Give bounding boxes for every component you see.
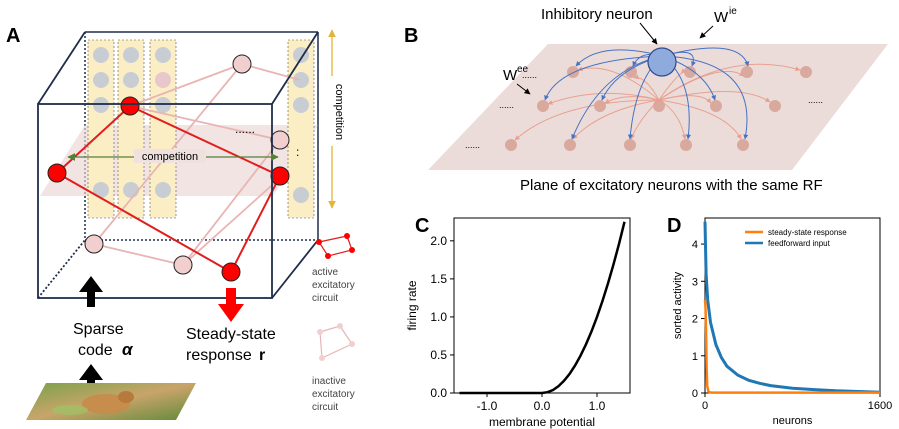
legend-active-line2: excitatory bbox=[312, 280, 355, 291]
panel-a-label: A bbox=[6, 25, 20, 47]
legend-inactive: inactive excitatory circuit bbox=[312, 323, 355, 413]
legend-entry: steady-state response bbox=[768, 228, 847, 237]
y-tick-label: 0.0 bbox=[430, 386, 447, 400]
input-arrow bbox=[79, 276, 103, 395]
panel-c: C 0.0 0.5 1.0 1.5 2.0 -1.0 0.0 1.0 membrane pote… bbox=[405, 215, 631, 429]
svg-text:......: ...... bbox=[465, 140, 480, 150]
plane-caption: Plane of excitatory neurons with the sam… bbox=[520, 177, 823, 194]
competition-label-bg bbox=[134, 149, 206, 163]
firing-rate-curve bbox=[459, 221, 626, 395]
column-1 bbox=[87, 39, 115, 219]
w-ee-label: W bbox=[503, 67, 518, 84]
competition-label-vertical: competition bbox=[333, 84, 345, 140]
active-neuron bbox=[221, 262, 241, 282]
ellipsis-vertical: : bbox=[296, 145, 299, 159]
w-ie-label: W bbox=[714, 9, 729, 26]
panel-b-label: B bbox=[404, 25, 418, 47]
inhibitory-pointer bbox=[639, 22, 658, 45]
panel-b: B bbox=[404, 6, 888, 194]
competition-vlabel-bg bbox=[326, 76, 338, 146]
active-neuron bbox=[270, 166, 290, 186]
x-axis-label: neurons bbox=[773, 415, 813, 427]
plane-ellipses: ...... ...... ...... ...... bbox=[465, 70, 823, 150]
column-3 bbox=[149, 39, 177, 219]
y-axis-label: sorted activity bbox=[672, 271, 684, 339]
input-symbol: α bbox=[122, 340, 134, 359]
w-ie-superscript: ie bbox=[729, 6, 737, 17]
y-tick-label: 1.5 bbox=[430, 272, 447, 286]
y-tick-label: 0.5 bbox=[430, 348, 447, 362]
y-tick-label: 2.0 bbox=[430, 234, 447, 248]
x-tick-label: 0 bbox=[702, 400, 708, 412]
x-axis-label: membrane potential bbox=[489, 415, 595, 429]
excitatory-connections bbox=[514, 63, 801, 141]
legend-inactive-line1: inactive bbox=[312, 376, 346, 387]
inhibitory-neuron bbox=[647, 47, 677, 77]
legend-active-line3: circuit bbox=[312, 293, 338, 304]
svg-text:......: ...... bbox=[499, 100, 514, 110]
active-circuit bbox=[47, 96, 290, 282]
panel-d-label: D bbox=[667, 215, 681, 237]
output-label-line2: response bbox=[186, 347, 252, 364]
column-2 bbox=[117, 39, 145, 219]
y-tick-label: 0 bbox=[692, 388, 698, 400]
x-tick-label: 0.0 bbox=[534, 399, 551, 413]
column-4 bbox=[287, 39, 315, 219]
input-label-line2: code bbox=[78, 342, 113, 359]
neuron-columns bbox=[87, 39, 315, 219]
y-tick-label: 3 bbox=[692, 276, 698, 288]
legend-active-line1: active bbox=[312, 267, 339, 278]
legend-inactive-line2: excitatory bbox=[312, 389, 355, 400]
panel-d: D 0 1 2 3 4 0 1600 neurons sorted activity steady… bbox=[667, 215, 892, 427]
chart-firing-rate: 0.0 0.5 1.0 1.5 2.0 -1.0 0.0 1.0 membrane potent… bbox=[405, 217, 631, 429]
competition-label-horizontal: competition bbox=[142, 151, 198, 163]
y-tick-label: 1 bbox=[692, 351, 698, 363]
ellipsis-dots: ...... bbox=[235, 122, 255, 136]
cube-front-face bbox=[37, 31, 319, 299]
output-arrow bbox=[218, 288, 244, 322]
svg-text:......: ...... bbox=[522, 70, 537, 80]
input-image bbox=[26, 383, 196, 420]
plot-frame bbox=[453, 217, 631, 394]
legend-entry: feedforward input bbox=[768, 239, 831, 248]
input-label-line1: Sparse bbox=[73, 321, 124, 338]
feedforward-line bbox=[703, 221, 881, 394]
output-symbol: r bbox=[259, 347, 265, 364]
w-ee-pointer bbox=[516, 83, 531, 95]
steady-state-line bbox=[703, 299, 880, 394]
active-neuron bbox=[47, 163, 67, 183]
x-tick-label: 1.0 bbox=[589, 399, 606, 413]
x-tick-label: -1.0 bbox=[477, 399, 498, 413]
inactive-neuron bbox=[173, 255, 193, 275]
excitatory-neurons bbox=[505, 66, 812, 151]
x-tick-label: 1600 bbox=[868, 400, 892, 412]
w-ie-pointer bbox=[699, 25, 714, 39]
panel-a: A bbox=[6, 25, 355, 420]
panel-c-label: C bbox=[415, 215, 429, 237]
output-label-line1: Steady-state bbox=[186, 326, 276, 343]
svg-text:......: ...... bbox=[808, 95, 823, 105]
active-neuron bbox=[120, 96, 140, 116]
y-tick-label: 4 bbox=[692, 239, 698, 251]
chart-sorted-activity: 0 1 2 3 4 0 1600 neurons sorted activity steady-s… bbox=[672, 217, 892, 427]
y-tick-label: 2 bbox=[692, 314, 698, 326]
y-axis-label: firing rate bbox=[405, 280, 419, 330]
inactive-neuron bbox=[84, 234, 104, 254]
w-ee-superscript: ee bbox=[517, 64, 529, 75]
legend-inactive-line3: circuit bbox=[312, 402, 338, 413]
inactive-neuron bbox=[232, 54, 252, 74]
y-tick-label: 1.0 bbox=[430, 310, 447, 324]
inhibitory-label: Inhibitory neuron bbox=[541, 6, 653, 23]
legend-active: active excitatory circuit bbox=[312, 233, 355, 304]
inactive-neuron bbox=[270, 130, 290, 150]
